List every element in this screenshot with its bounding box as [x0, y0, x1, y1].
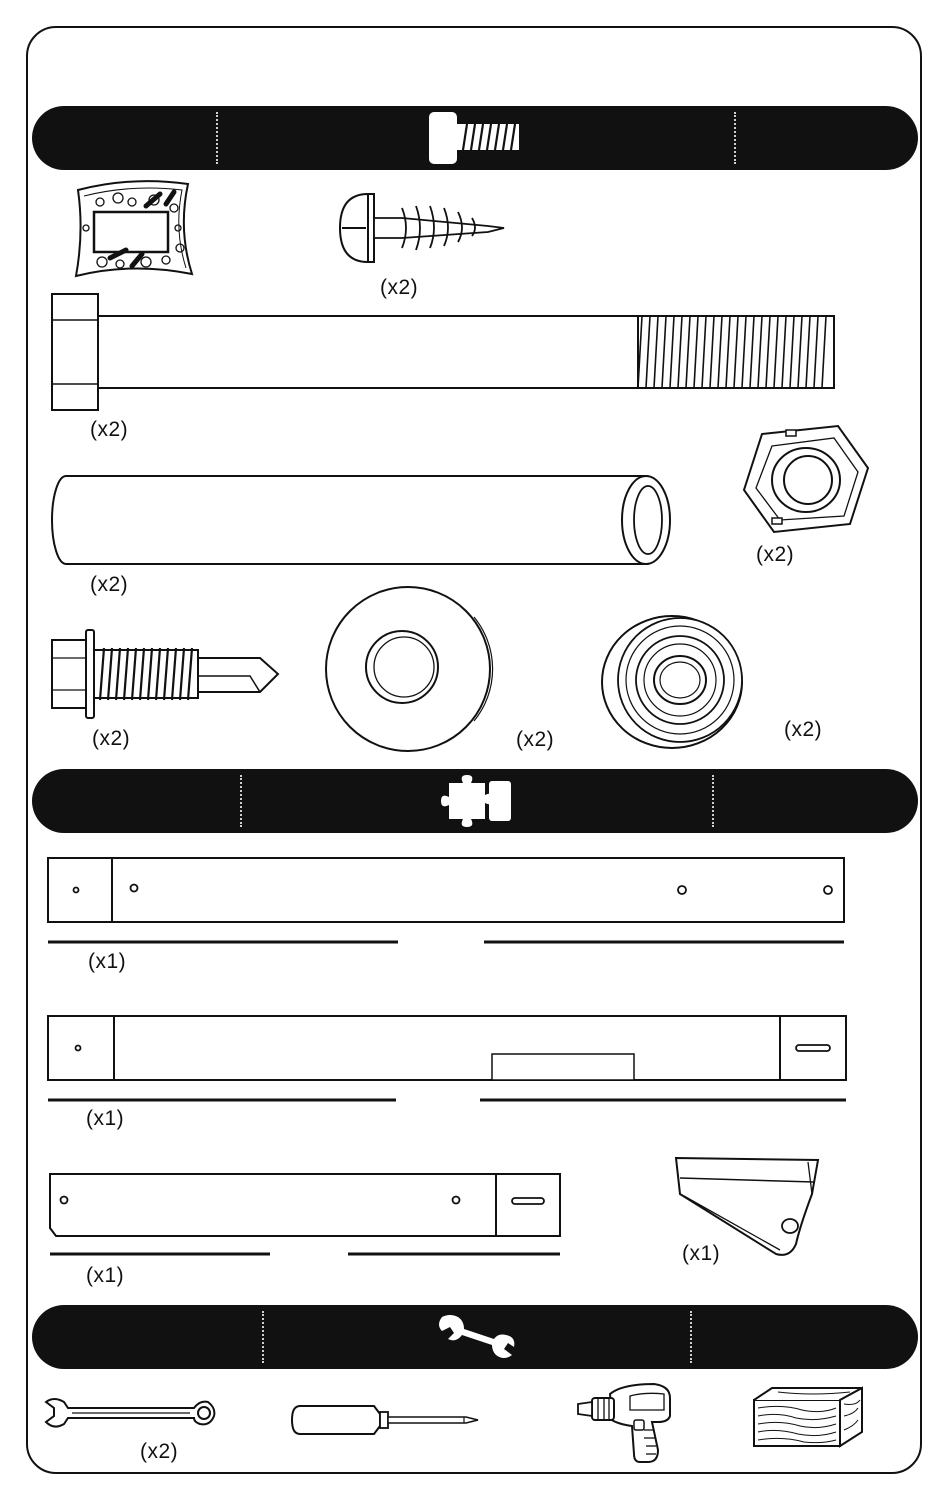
flat-washer-illustration	[324, 583, 496, 755]
wrench-quantity: (x2)	[140, 1440, 178, 1464]
combination-wrench-illustration	[44, 1394, 216, 1430]
beam-c-illustration	[46, 1170, 566, 1260]
bushing-quantity: (x2)	[784, 718, 822, 742]
bracket-quantity: (x1)	[682, 1242, 720, 1266]
wood-screw-illustration	[338, 188, 506, 268]
beam-a-quantity: (x1)	[88, 950, 126, 974]
lock-nut-quantity: (x2)	[756, 543, 794, 567]
self-drilling-screw-quantity: (x2)	[92, 727, 130, 751]
beam-a-illustration	[46, 856, 848, 948]
bar-divider	[690, 1311, 692, 1363]
wood-block-illustration	[752, 1386, 866, 1448]
wall-plate-illustration	[70, 178, 195, 280]
wrench-icon	[434, 1311, 516, 1363]
bar-divider	[240, 775, 242, 827]
flat-washer-quantity: (x2)	[516, 728, 554, 752]
beam-b-quantity: (x1)	[86, 1107, 124, 1131]
long-hex-bolt-illustration	[50, 292, 840, 412]
spacer-tube-illustration	[48, 472, 674, 568]
puzzle-piece-icon	[435, 775, 515, 827]
hardware-section-bar	[32, 106, 918, 170]
beam-c-quantity: (x1)	[86, 1264, 124, 1288]
power-drill-illustration	[574, 1380, 674, 1464]
spacer-tube-quantity: (x2)	[90, 573, 128, 597]
bushing-illustration	[600, 610, 748, 750]
self-drilling-screw-illustration	[50, 626, 282, 722]
bar-divider	[734, 112, 736, 164]
long-bolt-quantity: (x2)	[90, 418, 128, 442]
hex-lock-nut-illustration	[742, 424, 870, 534]
screwdriver-illustration	[290, 1400, 482, 1440]
bar-divider	[262, 1311, 264, 1363]
bar-divider	[216, 112, 218, 164]
bar-divider	[712, 775, 714, 827]
tools-section-bar	[32, 1305, 918, 1369]
bolt-icon	[427, 110, 523, 166]
beam-b-illustration	[46, 1014, 850, 1106]
parts-section-bar	[32, 769, 918, 833]
